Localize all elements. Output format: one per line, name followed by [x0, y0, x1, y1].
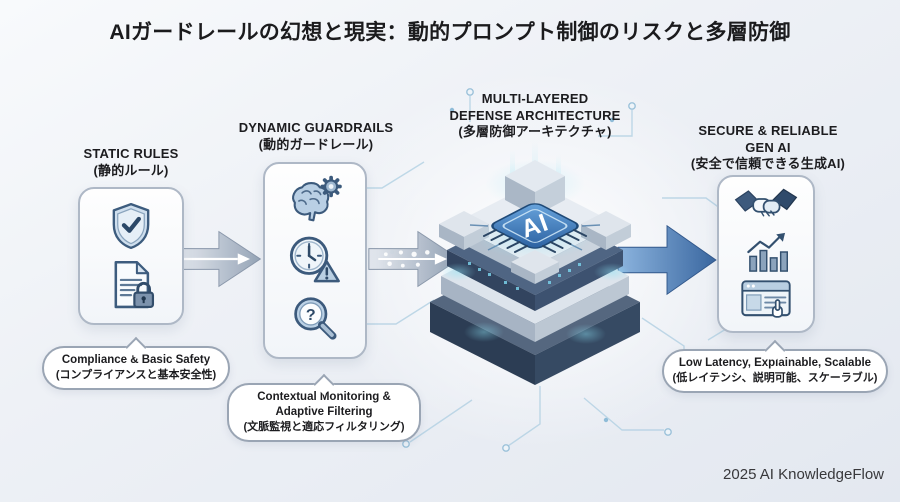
dynamic-guardrails-heading-en: DYNAMIC GUARDRAILS — [238, 120, 394, 135]
dynamic-guardrails-caption-en2: Adaptive Filtering — [275, 405, 373, 418]
secure-gen-ai-heading-en1: SECURE & RELIABLE — [698, 123, 838, 138]
secure-gen-ai-heading-en2: GEN AI — [745, 139, 791, 155]
dynamic-guardrails-caption-ja: (文脈監視と適応フィルタリング) — [243, 420, 405, 433]
gear-glyph — [320, 176, 342, 198]
secure-gen-ai-caption-ja: (低レイテンシ、説明可能、スケーラブル) — [672, 371, 878, 384]
defense-architecture-heading-ja: (多層防御アーキテクチャ) — [458, 124, 612, 140]
static-rules-heading: STATIC RULES (静的ルール) — [41, 146, 221, 179]
static-rules-caption-ja: (コンプライアンスと基本安全性) — [55, 368, 217, 381]
dynamic-guardrails-caption-bubble: Contextual Monitoring & Adaptive Filteri… — [227, 373, 421, 443]
brain-gear-icon — [292, 176, 342, 222]
static-rules-card — [78, 187, 184, 325]
svg-text:?: ? — [306, 306, 316, 324]
dynamic-guardrails-card: ? — [263, 162, 367, 359]
tech-dashes — [468, 262, 581, 290]
secure-gen-ai-heading: SECURE & RELIABLE GEN AI (安全で信頼できる生成AI) — [666, 123, 870, 173]
flow-arrow-2 — [368, 230, 461, 288]
static-rules-heading-en: STATIC RULES — [83, 146, 179, 161]
secure-gen-ai-caption-bubble: Low Latency, Explainable, Scalable (低レイテ… — [662, 339, 888, 394]
corner-bracket-front — [511, 250, 559, 284]
defense-architecture-heading: MULTI-LAYERED DEFENSE ARCHITECTURE (多層防御… — [435, 91, 635, 141]
magnifier-question-icon: ? — [294, 297, 337, 340]
secure-gen-ai-card — [717, 175, 815, 333]
secure-gen-ai-caption-en: Low Latency, Explainable, Scalable — [678, 357, 872, 369]
dynamic-guardrails-heading: DYNAMIC GUARDRAILS (動的ガードレール) — [226, 120, 406, 153]
shield-check-icon — [112, 202, 150, 250]
page-title: AIガードレールの幻想と現実：動的プロンプト制御のリスクと多層防御 — [109, 21, 791, 44]
handshake-icon — [734, 188, 798, 217]
footer-credit: 2025 AI KnowledgeFlow — [723, 466, 884, 483]
chip-pins — [483, 229, 587, 253]
growth-chart-icon — [747, 232, 788, 272]
static-rules-caption-en: Compliance & Basic Safety — [61, 354, 211, 366]
pointer-hand — [771, 298, 783, 318]
layered-defense-stack-illustration: AI — [430, 142, 640, 385]
ai-chip: AI — [491, 203, 579, 249]
defense-architecture-heading-en1: MULTI-LAYERED — [481, 91, 589, 106]
browser-click-icon — [741, 279, 791, 318]
document-lock-icon — [114, 260, 155, 309]
dynamic-guardrails-caption-en1: Contextual Monitoring & — [257, 391, 391, 403]
dynamic-guardrails-heading-ja: (動的ガードレール) — [258, 136, 374, 152]
clock-alert-icon — [289, 236, 340, 282]
static-rules-heading-ja: (静的ルール) — [93, 162, 169, 178]
data-dots — [383, 250, 430, 268]
defense-architecture-heading-en2: DEFENSE ARCHITECTURE — [449, 107, 621, 123]
secure-gen-ai-heading-ja: (安全で信頼できる生成AI) — [690, 156, 846, 172]
static-rules-caption-bubble: Compliance & Basic Safety (コンプライアンスと基本安全… — [42, 336, 230, 391]
corner-bracket-right — [581, 211, 631, 250]
